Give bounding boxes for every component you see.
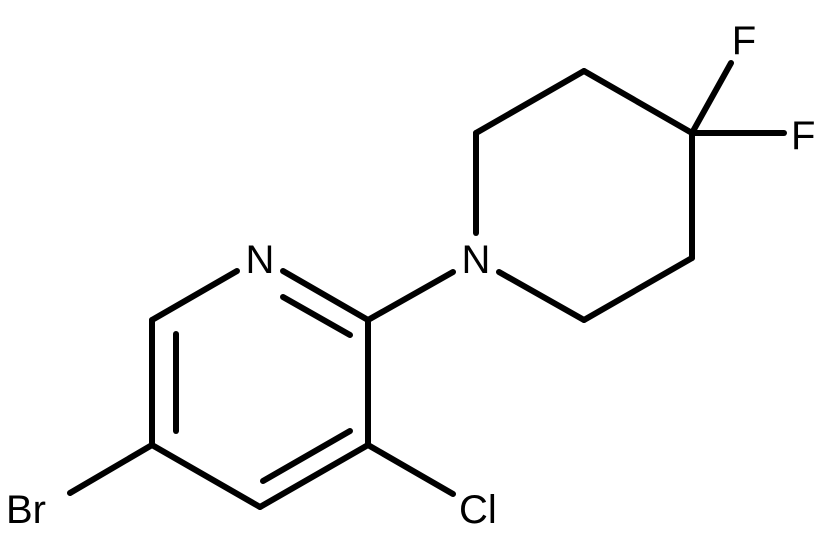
bond-c4p-f-top — [689, 60, 734, 136]
bond-c5p-c6p — [581, 255, 695, 323]
bond-n1-c2 — [280, 268, 371, 323]
bond-n1-c2-inner — [280, 294, 353, 338]
bond-c4-c5 — [149, 442, 263, 510]
bond-c2-n-piperidine — [365, 269, 456, 323]
atom-label-f-right: F — [791, 114, 815, 158]
substituent-bonds — [67, 269, 456, 497]
atom-label-n-piperidine: N — [462, 238, 491, 282]
bond-c3p-c4p — [581, 68, 695, 136]
piperidine-ring — [473, 60, 787, 323]
bond-c2p-c3p — [473, 68, 587, 136]
pyridine-ring — [149, 268, 371, 510]
bond-c3-c4 — [257, 442, 371, 510]
bond-c3-cl — [365, 442, 456, 497]
atom-label-n-pyridine: N — [246, 238, 275, 282]
bond-c5-br — [67, 442, 155, 496]
atom-label-br: Br — [6, 488, 46, 532]
bond-c6p-n — [496, 269, 587, 323]
bond-c3-c4-inner — [260, 428, 353, 484]
atom-label-cl: Cl — [459, 488, 497, 532]
atom-label-f-top: F — [732, 19, 756, 63]
bond-c6-n1 — [149, 268, 240, 323]
atom-labels: N N F F Br Cl — [6, 19, 815, 532]
